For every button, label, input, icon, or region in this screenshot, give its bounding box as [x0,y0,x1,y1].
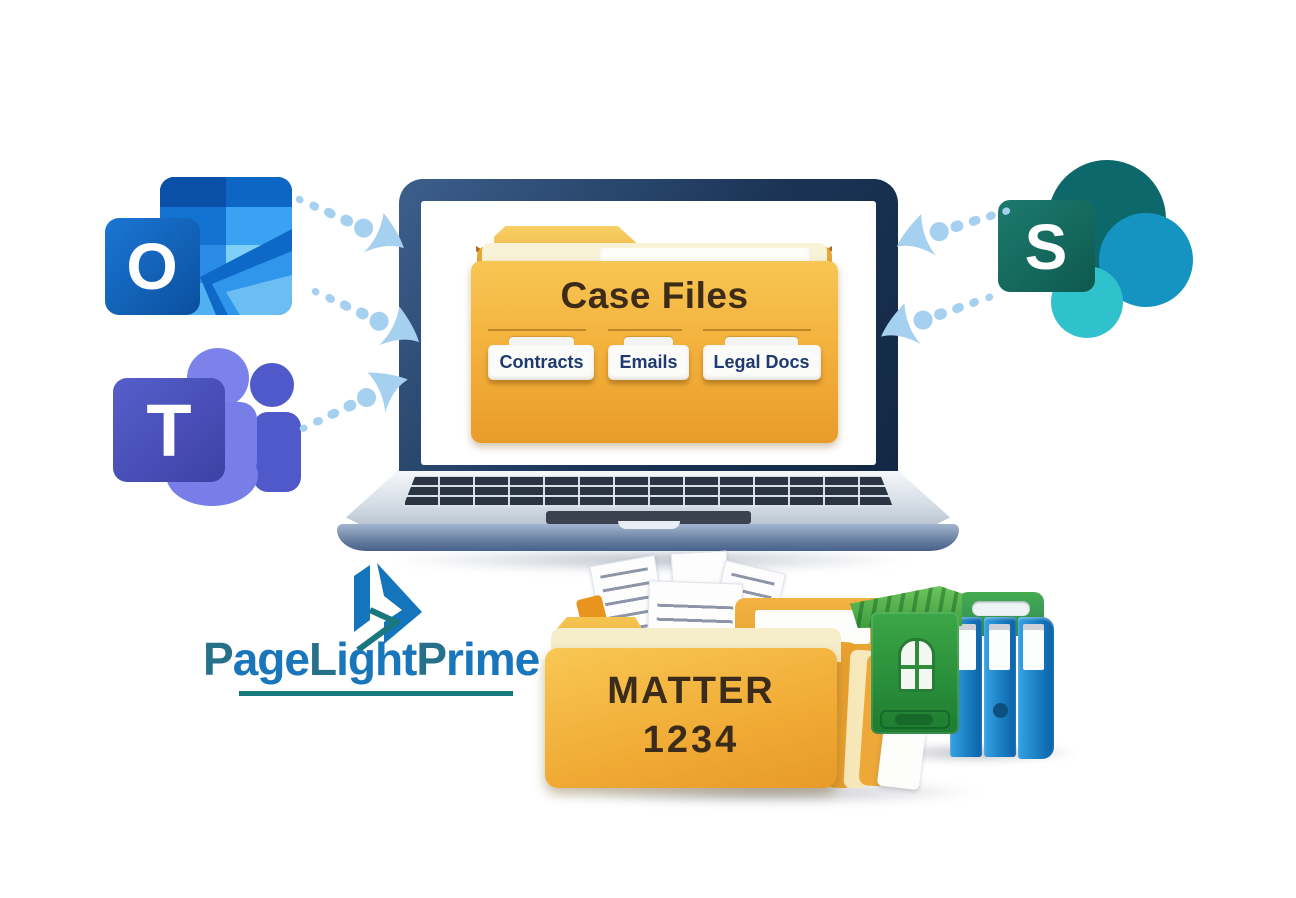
matter-folder-front: MATTER 1234 [545,648,837,788]
case-files-subfolders: Contracts Emails Legal Docs [471,329,838,380]
laptop-screen-bezel: Case Files Contracts Emails [399,179,898,473]
flow-arrow-outlook-bottom [302,269,430,361]
blue-binder [1018,617,1054,759]
flow-arrow-sharepoint-top [889,188,1018,266]
green-archive-box [871,612,959,734]
teams-icon: T [113,348,301,506]
logo-segment: age [232,633,310,685]
divider-line [488,329,586,331]
subfolder-tab-shape [623,337,674,345]
outlook-icon: O [105,177,292,315]
laptop-touchpad [546,511,751,524]
subfolder-label: Emails [619,352,678,372]
logo-segment: P [203,633,234,685]
laptop-screen: Case Files Contracts Emails [421,201,876,465]
sharepoint-circle-medium [1099,213,1193,307]
logo-underline [239,691,513,696]
case-files-title: Case Files [560,275,749,316]
subfolder-card: Emails [608,345,689,380]
archive-box-window [898,638,935,692]
laptop-keyboard-deck [346,471,950,525]
flow-arrow-outlook-top [286,177,414,267]
case-files-folder-front: Case Files Contracts Emails [471,261,838,443]
logo-segment: L [308,633,337,685]
binder-finger-hole [993,703,1008,718]
box-file-handle-slot [972,601,1030,616]
binder-label [1023,624,1044,670]
subfolder-contracts: Contracts [488,329,595,380]
archive-box-handle [895,714,933,725]
subfolder-emails: Emails [608,329,689,380]
teams-small-person-body [253,412,301,492]
subfolder-tab-shape [724,337,799,345]
subfolder-label: Contracts [499,352,584,372]
archive-box-slot [880,710,950,729]
sharepoint-tile [998,200,1095,292]
subfolder-label: Legal Docs [713,352,810,372]
teams-tile [113,378,225,482]
subfolder-tab-shape [508,337,575,345]
blue-binder [984,617,1016,757]
logo-segment: P [416,633,447,685]
pagelightprime-logo-icon [354,563,422,653]
matter-label-line1: MATTER [607,670,775,712]
divider-line [702,329,812,331]
teams-letter: T [146,389,191,472]
logo-segment: ight [336,633,417,685]
laptop-keyboard [403,476,893,507]
pagelightprime-wordmark: PageLightPrime [203,632,540,686]
flow-arrow-sharepoint-bottom [873,274,1001,356]
laptop-base-notch [618,521,680,529]
flow-arrow-teams [289,358,417,451]
outlook-tile [105,218,200,315]
divider-line [608,329,683,331]
matter-label-line2: 1234 [642,719,740,761]
subfolder-card: Contracts [488,345,595,380]
subfolder-card: Legal Docs [702,345,821,380]
sharepoint-letter: S [1025,211,1068,283]
logo-segment: rime [446,633,540,685]
subfolder-legal-docs: Legal Docs [702,329,821,380]
binder-label [989,624,1010,670]
outlook-letter: O [126,229,177,303]
sharepoint-icon: S [998,160,1193,338]
binder-label [955,624,976,670]
teams-small-person-head [250,363,294,407]
